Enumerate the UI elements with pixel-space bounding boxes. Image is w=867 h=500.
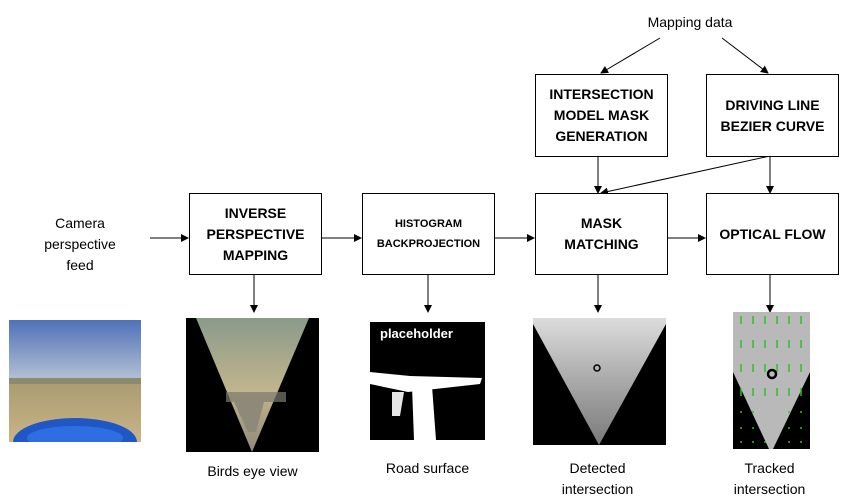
tracked-intersection-label: Tracked intersection	[733, 460, 806, 497]
placeholder-text: placeholder	[380, 326, 453, 341]
birds-eye-image	[186, 318, 319, 452]
mapping-data-label: Mapping data	[647, 14, 733, 30]
histogram-node: HISTOGRAM BACKPROJECTION	[362, 193, 495, 275]
detected-intersection-image	[533, 318, 666, 445]
birds-eye-label: Birds eye view	[207, 463, 298, 479]
arrow-mapping-to-intersection	[600, 37, 661, 74]
bezier-curve-node: DRIVING LINE BEZIER CURVE	[706, 74, 839, 157]
tracked-intersection-image	[733, 312, 810, 449]
optical-flow-node: OPTICAL FLOW	[706, 193, 839, 275]
road-surface-image: placeholder	[370, 322, 485, 440]
detected-intersection-label: Detected intersection	[561, 460, 634, 497]
arrow-bezier-to-matching	[600, 155, 771, 196]
camera-feed-label: Camera perspective feed	[44, 215, 116, 273]
camera-image	[9, 320, 141, 442]
road-surface-label: Road surface	[385, 460, 470, 476]
ipm-node: INVERSE PERSPECTIVE MAPPING	[189, 193, 322, 275]
mask-matching-node: MASK MATCHING	[535, 193, 668, 275]
arrow-mapping-to-bezier	[721, 37, 769, 74]
intersection-mask-node: INTERSECTION MODEL MASK GENERATION	[535, 74, 668, 157]
